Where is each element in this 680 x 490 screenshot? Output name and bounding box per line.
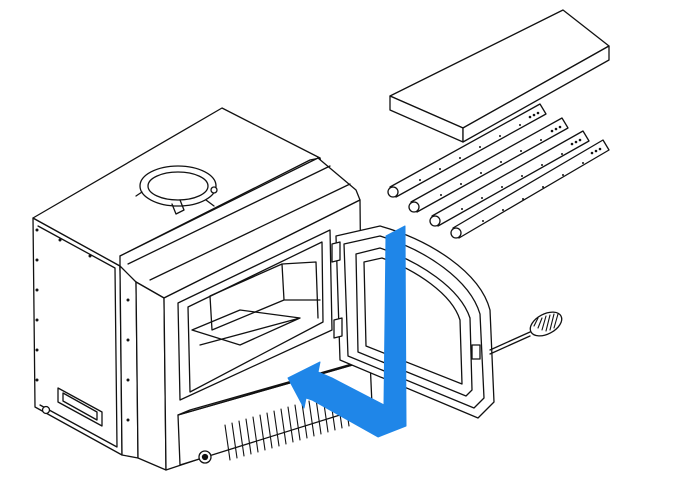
handle-grip [529,311,563,337]
door-latch [471,344,481,360]
handle-coil [533,313,559,332]
stove-ledge-line [127,165,351,281]
door-hinge-top [331,241,341,263]
side-rivets [35,228,130,422]
air-tube-end [387,186,399,198]
baffle-side [462,45,610,143]
air-tube-holes [419,111,602,222]
insert-direction-arrow [287,225,407,438]
baffle-board [389,9,610,143]
handle-rod-2 [489,335,531,355]
air-control-knob-center [201,453,209,461]
flue-bolt [210,186,218,194]
air-tube-end [408,201,420,213]
stove-body [32,107,381,471]
air-tube-end [429,215,441,227]
stove-front-pillar-2 [135,281,167,471]
handle-rod [489,331,531,351]
firebox-opening [187,241,324,393]
firebox-back [209,261,321,331]
side-vent-inner [62,392,98,421]
air-tube-end [450,227,462,239]
flue-collar-clamp [135,191,215,215]
side-fitting [41,405,51,415]
coiled-handle [489,311,563,355]
flue-collar-inner [147,171,209,201]
stove-front-pillar [119,265,139,459]
air-tubes [387,103,610,239]
firebox-floor [191,309,301,346]
door-hinge-bottom [333,317,343,339]
stove-left-panel-inner [37,225,118,448]
air-tube [452,139,610,239]
